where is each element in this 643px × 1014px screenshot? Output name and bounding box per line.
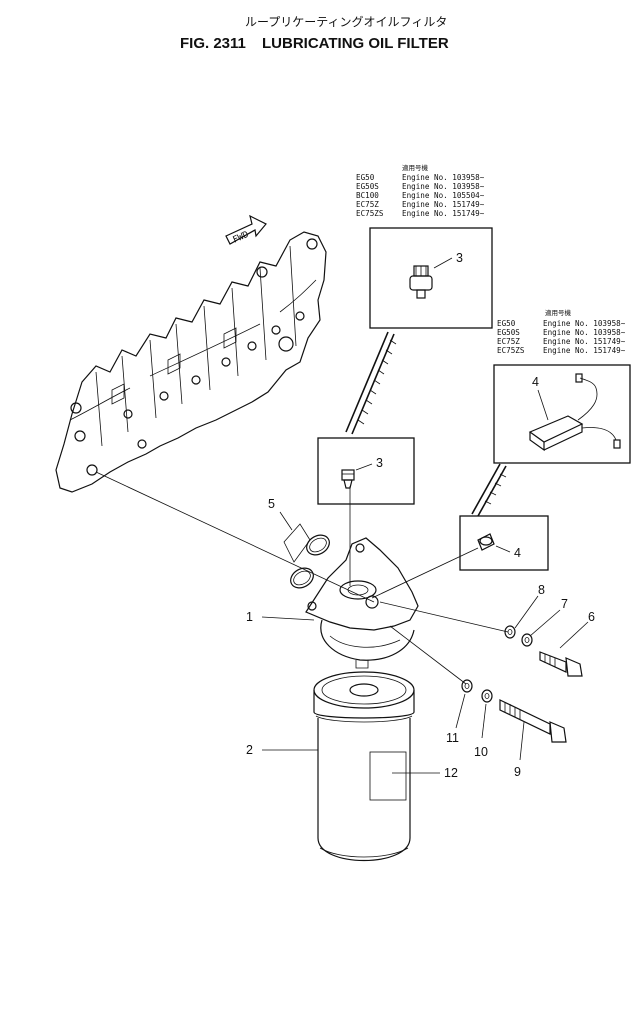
callout-7: 7 [561, 597, 568, 611]
callout-6: 6 [588, 610, 595, 624]
washer-8-icon [504, 625, 516, 639]
leader-10 [481, 703, 487, 739]
table-b-model: EG50 [497, 319, 516, 328]
callout-10: 10 [474, 745, 488, 759]
figure-number: FIG. 2311 [180, 35, 246, 52]
detail-link-3 [345, 331, 397, 435]
filter-head-bracket [305, 537, 419, 669]
o-ring-icon [290, 534, 330, 589]
callout-8: 8 [538, 583, 545, 597]
leader-4b [495, 545, 511, 553]
forward-arrow-icon: FWD [225, 214, 267, 246]
callout-1: 1 [246, 610, 253, 624]
table-a-model: BC100 [356, 191, 379, 200]
callout-4-upper: 4 [532, 375, 539, 389]
oil-pressure-switch-icon [409, 265, 433, 299]
title-japanese: ループリケーティングオイルフィルタ [245, 15, 447, 29]
leader-sensor-to-mount [371, 547, 479, 599]
figure-title: LUBRICATING OIL FILTER [262, 35, 449, 52]
oil-filter-cartridge [313, 671, 415, 861]
plug-detail-box [317, 437, 415, 505]
engine-applicability-table-a: 適用号機 EG50 Engine No. 103958~ EG50S Engin… [356, 163, 485, 218]
leader-8 [514, 595, 539, 629]
sensor-plug-detail-box [459, 515, 549, 571]
cylinder-block-outline [55, 231, 327, 493]
table-a-engine: Engine No. 151749~ [402, 209, 485, 218]
callout-3-lower: 3 [376, 456, 383, 470]
leader-4a [537, 389, 549, 421]
table-b-engine: Engine No. 151749~ [543, 346, 626, 355]
o-ring-bracket [283, 523, 311, 563]
table-a-heading: 適用号機 [402, 163, 429, 172]
bolt-6-icon [539, 651, 583, 677]
callout-2: 2 [246, 743, 253, 757]
oil-sensor-unit-icon [528, 373, 621, 452]
callout-5: 5 [268, 497, 275, 511]
bolt-9-icon [499, 699, 567, 743]
leader-head-to-washer-upper [379, 601, 509, 633]
table-a-model: EG50 [356, 173, 375, 182]
leader-7 [529, 609, 561, 637]
leader-5 [279, 511, 293, 531]
table-a-model: EC75ZS [356, 209, 384, 218]
leader-block-to-mount [95, 471, 375, 603]
table-b-model: EC75Z [497, 337, 520, 346]
table-b-heading: 適用号機 [545, 308, 572, 317]
sensor-plug-icon [477, 533, 495, 551]
leader-3a [433, 257, 453, 269]
table-b-engine: Engine No. 103958~ [543, 319, 626, 328]
leader-head-to-washer-lower [389, 625, 467, 685]
callout-12: 12 [444, 766, 458, 780]
lock-washer-10-icon [481, 689, 493, 703]
engine-applicability-table-b: 適用号機 EG50 Engine No. 103958~ EG50S Engin… [497, 308, 626, 355]
lock-washer-7-icon [521, 633, 533, 647]
callout-4-lower: 4 [514, 546, 521, 560]
callout-11: 11 [446, 731, 459, 745]
washer-11-icon [461, 679, 473, 693]
leader-6 [559, 621, 589, 649]
detail-link-4 [471, 463, 507, 517]
pressure-switch-detail-box [369, 227, 493, 329]
table-a-model: EG50S [356, 182, 379, 191]
callout-3-upper: 3 [456, 251, 463, 265]
table-b-engine: Engine No. 103958~ [543, 328, 626, 337]
leader-1 [261, 616, 315, 621]
table-b-model: EC75ZS [497, 346, 525, 355]
sensor-detail-box [493, 364, 631, 464]
table-a-engine: Engine No. 151749~ [402, 200, 485, 209]
leader-11 [455, 693, 466, 729]
table-a-engine: Engine No. 103958~ [402, 173, 485, 182]
callout-9: 9 [514, 765, 521, 779]
leader-3b [355, 463, 373, 471]
table-a-engine: Engine No. 105504~ [402, 191, 485, 200]
table-b-model: EG50S [497, 328, 520, 337]
table-a-model: EC75Z [356, 200, 379, 209]
table-b-engine: Engine No. 151749~ [543, 337, 626, 346]
table-a-engine: Engine No. 103958~ [402, 182, 485, 191]
leader-9 [519, 721, 525, 761]
